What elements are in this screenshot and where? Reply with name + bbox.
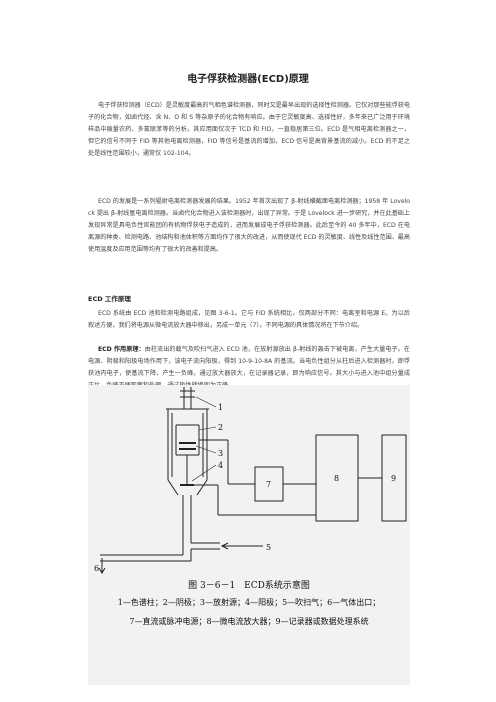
circuit-wiring: [194, 439, 382, 516]
outlet-tube: [100, 495, 220, 562]
figure-caption-line-2: 7—直流或脉冲电源；8—微电流放大器；9—记录器或数据处理系统: [129, 617, 369, 626]
anode: [180, 455, 194, 486]
gas-outlet-arrow: [98, 558, 106, 574]
cathode: [175, 424, 200, 456]
label-8: 8: [334, 474, 339, 483]
structure-paragraph-text: ECD 系统由 ECD 池和检测电路组成，见图 3-6-1。它与 FID 系统相…: [88, 310, 410, 329]
label-5: 5: [266, 543, 271, 552]
document-title: 电子俘获检测器(ECD)原理: [187, 74, 309, 85]
ecd-cell: [166, 408, 209, 496]
structure-paragraph: ECD 系统由 ECD 池和检测电路组成，见图 3-6-1。它与 FID 系统相…: [88, 308, 410, 332]
intro-paragraph-2-text: ECD 的发展是一系列辐射电离检测器发展的结果。1952 年首次出现了 β-射线…: [88, 198, 410, 253]
intro-paragraph-1: 电子俘获检测器（ECD）是灵敏度最高的气相色谱检测器，同时又是最早出现的选择性检…: [88, 100, 410, 160]
label-1: 1: [218, 403, 223, 412]
figure-caption-line-1: 1—色谱柱；2—阴极；3—放射源；4—阳极；5—吹扫气；6—气体出口；: [117, 598, 381, 607]
figure-caption-title: 图 3－6－1 ECD系统示意图: [188, 581, 310, 591]
chromatographic-column: [180, 387, 195, 409]
intro-paragraph-1-text: 电子俘获检测器（ECD）是灵敏度最高的气相色谱检测器，同时又是最早出现的选择性检…: [88, 102, 410, 157]
label-7: 7: [266, 480, 271, 489]
radioactive-source: [179, 442, 196, 450]
ecd-schematic-diagram: 1 2 3 4 5 6 7 8 9: [94, 387, 407, 574]
intro-paragraph-2: ECD 的发展是一系列辐射电离检测器发展的结果。1952 年首次出现了 β-射线…: [88, 196, 410, 256]
label-2: 2: [218, 423, 223, 432]
label-4: 4: [218, 461, 223, 470]
label-3: 3: [218, 449, 223, 458]
label-6: 6: [94, 564, 99, 573]
section-heading: ECD 工作原理: [88, 295, 131, 303]
ecd-system-figure: 1 2 3 4 5 6 7 8 9 图 3－6－1 ECD系统示意图 1—色谱柱…: [88, 385, 410, 685]
label-9: 9: [391, 474, 396, 483]
principle-lead: ECD 作用原理：: [98, 346, 145, 353]
leader-lines: [191, 396, 217, 482]
purge-gas-arrow: [220, 542, 263, 550]
